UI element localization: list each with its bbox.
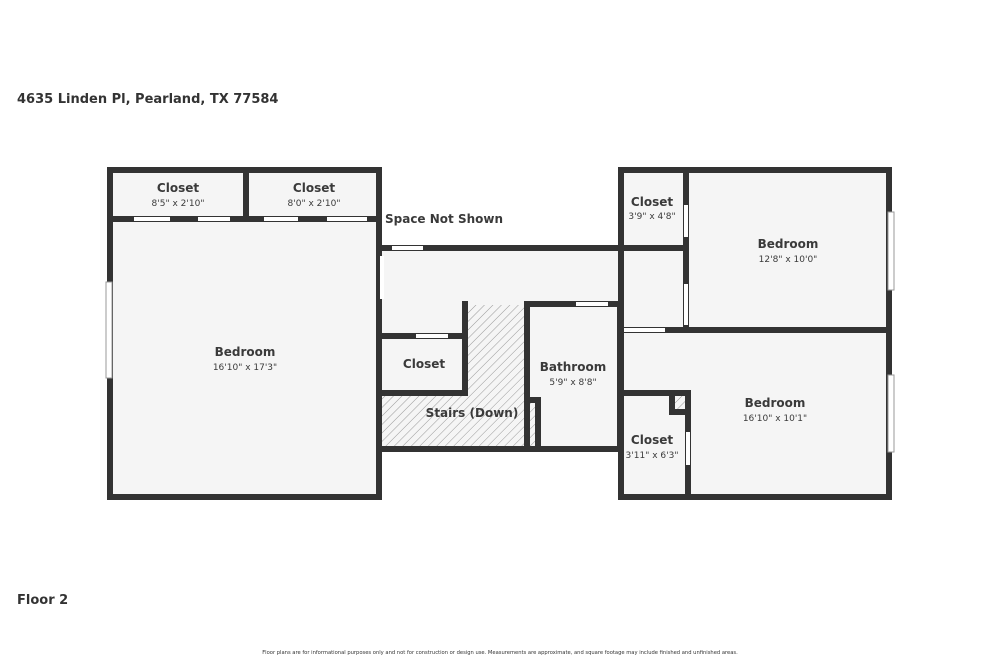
- room-name: Closet: [631, 195, 673, 209]
- room-dims: 5'9" x 8'8": [549, 378, 596, 388]
- room-dims: 8'5" x 2'10": [152, 199, 205, 209]
- room-dims: 3'9" x 4'8": [628, 212, 675, 222]
- room-dims: 3'11" x 6'3": [626, 451, 679, 461]
- space-not-shown-label: Space Not Shown: [385, 212, 503, 226]
- room-dims: 16'10" x 10'1": [743, 414, 807, 424]
- room-name: Bedroom: [758, 237, 819, 251]
- room-dims: 8'0" x 2'10": [288, 199, 341, 209]
- room-labels: Closet 8'5" x 2'10" Closet 8'0" x 2'10" …: [152, 181, 819, 461]
- disclaimer: Floor plans are for informational purpos…: [262, 650, 738, 656]
- stairs-hatch: [382, 305, 525, 447]
- room-name: Bathroom: [540, 360, 606, 374]
- room-name: Closet: [157, 181, 199, 195]
- room-dims: 12'8" x 10'0": [759, 255, 818, 265]
- room-name: Closet: [631, 433, 673, 447]
- room-fills: [107, 167, 892, 500]
- walls: [107, 167, 892, 500]
- room-name: Stairs (Down): [426, 406, 519, 420]
- floor-label: Floor 2: [17, 593, 69, 608]
- room-name: Closet: [293, 181, 335, 195]
- room-dims: 16'10" x 17'3": [213, 363, 277, 373]
- windows: [105, 211, 895, 453]
- property-address: 4635 Linden Pl, Pearland, TX 77584: [17, 92, 279, 107]
- doors: [134, 205, 690, 465]
- room-name: Bedroom: [745, 396, 806, 410]
- room-name: Closet: [403, 357, 445, 371]
- room-name: Bedroom: [215, 345, 276, 359]
